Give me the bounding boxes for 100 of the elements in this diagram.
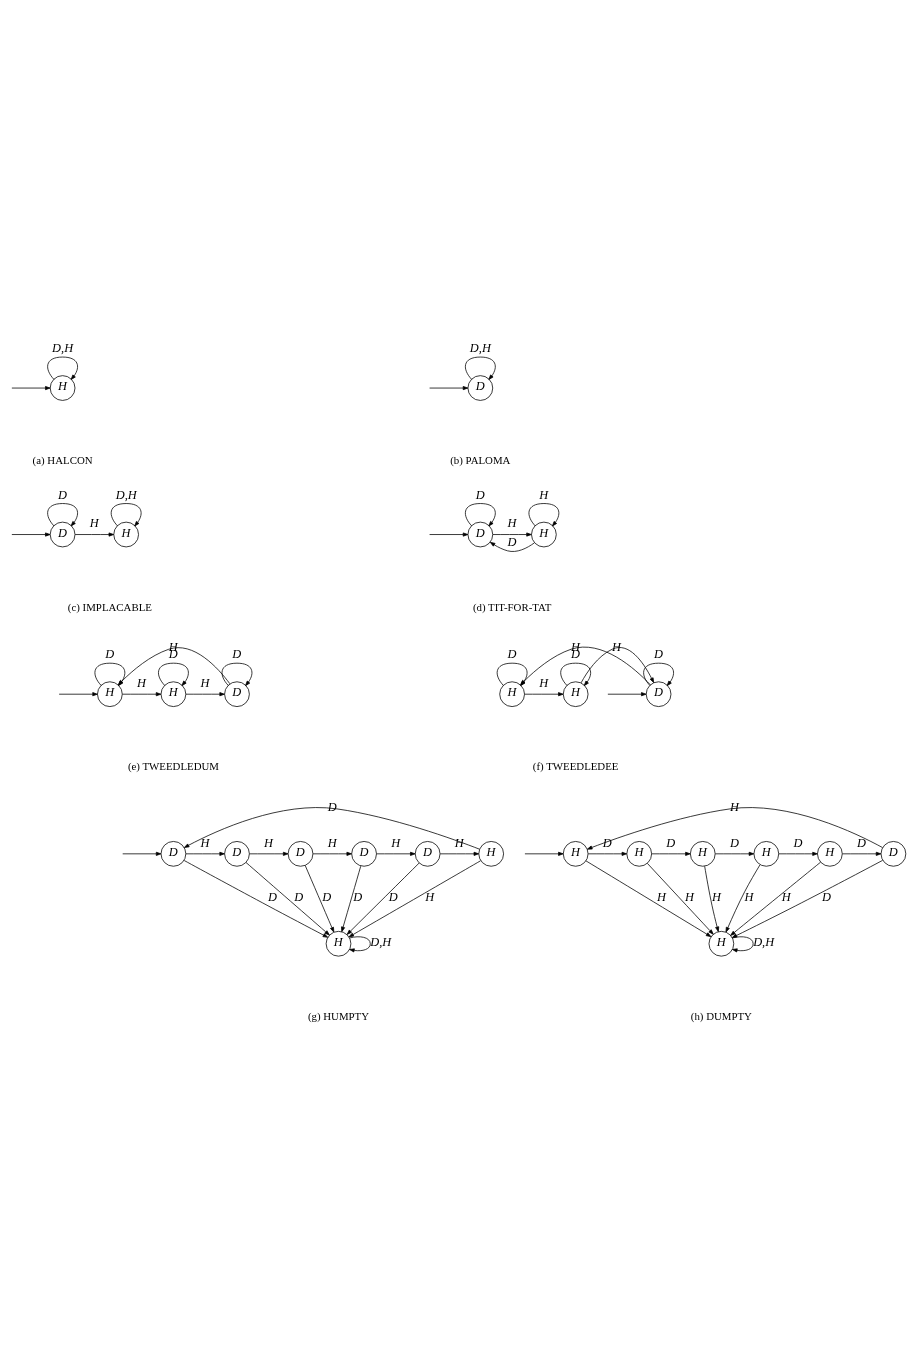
edge-label: D bbox=[507, 534, 517, 549]
edge-label: D bbox=[294, 889, 304, 904]
arrow bbox=[489, 541, 535, 552]
arrow bbox=[185, 851, 225, 856]
label: (b) PALOMA bbox=[450, 453, 511, 466]
arrow bbox=[725, 864, 761, 932]
edge-label: D,H bbox=[753, 934, 775, 949]
edge-label: H bbox=[539, 487, 549, 502]
arrow bbox=[704, 865, 720, 932]
node-circle: D bbox=[224, 840, 250, 867]
node-circle: D bbox=[414, 840, 441, 867]
arrow bbox=[312, 851, 352, 856]
edge-label: D bbox=[475, 487, 485, 502]
node-circle: D bbox=[880, 840, 907, 867]
node-circle: H bbox=[626, 840, 652, 867]
arrow bbox=[122, 691, 162, 696]
arrow bbox=[249, 851, 289, 856]
edge-label: H bbox=[391, 835, 401, 850]
arrow bbox=[429, 385, 469, 390]
node-circle: H bbox=[478, 840, 504, 867]
edge-label: D bbox=[793, 835, 803, 850]
node-circle: D bbox=[160, 840, 187, 867]
edge-label: D,H bbox=[52, 340, 74, 355]
edge-label: H bbox=[539, 675, 549, 690]
edge-label: D bbox=[232, 646, 242, 661]
edge-label: H bbox=[264, 835, 274, 850]
arrow bbox=[528, 502, 560, 526]
label: (a) HALCON bbox=[32, 453, 93, 466]
edge-label: D bbox=[507, 646, 517, 661]
arrow bbox=[11, 532, 51, 537]
arrow bbox=[348, 859, 481, 937]
edge-label: D bbox=[822, 889, 832, 904]
label: (e) TWEEDLEDUM bbox=[127, 759, 219, 772]
arrow bbox=[183, 806, 480, 850]
arrow bbox=[842, 851, 882, 856]
arrow bbox=[714, 851, 755, 856]
arrow bbox=[122, 851, 162, 856]
edge-label: D bbox=[388, 889, 398, 904]
arrow bbox=[587, 806, 883, 850]
edge-label: H bbox=[425, 889, 435, 904]
arrow bbox=[183, 859, 329, 938]
label: (f) TWEEDLEDEE bbox=[532, 759, 619, 772]
edge-label: H bbox=[200, 835, 210, 850]
arrow bbox=[304, 864, 335, 932]
edge-label: D bbox=[267, 889, 277, 904]
arrow bbox=[580, 646, 655, 683]
arrow bbox=[47, 356, 78, 380]
edge-label: H bbox=[781, 889, 791, 904]
arrow bbox=[560, 662, 592, 686]
edge-label: H bbox=[137, 675, 146, 690]
arrow bbox=[74, 532, 114, 537]
arrow bbox=[607, 691, 647, 696]
arrow bbox=[585, 859, 712, 937]
arrow bbox=[221, 662, 253, 686]
label: (h) DUMPTY bbox=[690, 1009, 752, 1022]
node-circle: H bbox=[562, 840, 589, 867]
arrow bbox=[439, 851, 480, 856]
arrow bbox=[185, 691, 225, 696]
edge-label: H bbox=[200, 675, 210, 690]
arrow bbox=[341, 865, 362, 932]
arrow bbox=[524, 691, 564, 696]
arrow bbox=[47, 502, 78, 526]
arrow bbox=[11, 385, 51, 390]
label: (c) IMPLACABLE bbox=[67, 600, 152, 613]
edge-label: D bbox=[322, 889, 332, 904]
edge-label: D bbox=[666, 835, 676, 850]
arrow bbox=[346, 862, 420, 935]
arrow bbox=[110, 502, 142, 526]
arrow bbox=[643, 662, 674, 686]
edge-label: H bbox=[744, 889, 754, 904]
edge-label: D bbox=[105, 646, 115, 661]
arrow bbox=[524, 851, 564, 856]
edge-label: D,H bbox=[469, 340, 491, 355]
node-circle: H bbox=[690, 840, 716, 867]
edge-label: H bbox=[684, 889, 694, 904]
edge-label: H bbox=[327, 835, 337, 850]
edge-label: D,H bbox=[370, 934, 392, 949]
edge-label: D bbox=[729, 835, 739, 850]
edge-label: D bbox=[353, 889, 363, 904]
node-circle: H bbox=[753, 840, 780, 867]
arrow bbox=[778, 851, 818, 856]
edge-label: H bbox=[657, 889, 666, 904]
edge-label: H bbox=[712, 889, 722, 904]
arrow bbox=[651, 851, 691, 856]
arrow bbox=[731, 859, 883, 938]
arrow bbox=[376, 851, 416, 856]
node-circle: H bbox=[817, 840, 843, 867]
node-circle: D bbox=[351, 840, 377, 867]
label: (g) HUMPTY bbox=[307, 1009, 370, 1022]
edge-label: D bbox=[857, 835, 866, 850]
arrow bbox=[465, 356, 496, 380]
arrow bbox=[429, 532, 469, 537]
arrow bbox=[245, 861, 330, 935]
arrow bbox=[732, 935, 754, 952]
edge-label: H bbox=[507, 515, 517, 530]
edge-label: H bbox=[454, 835, 464, 850]
edge-label: D,H bbox=[115, 487, 137, 502]
arrow bbox=[492, 532, 532, 537]
arrow bbox=[58, 691, 98, 696]
arrow bbox=[465, 502, 496, 526]
